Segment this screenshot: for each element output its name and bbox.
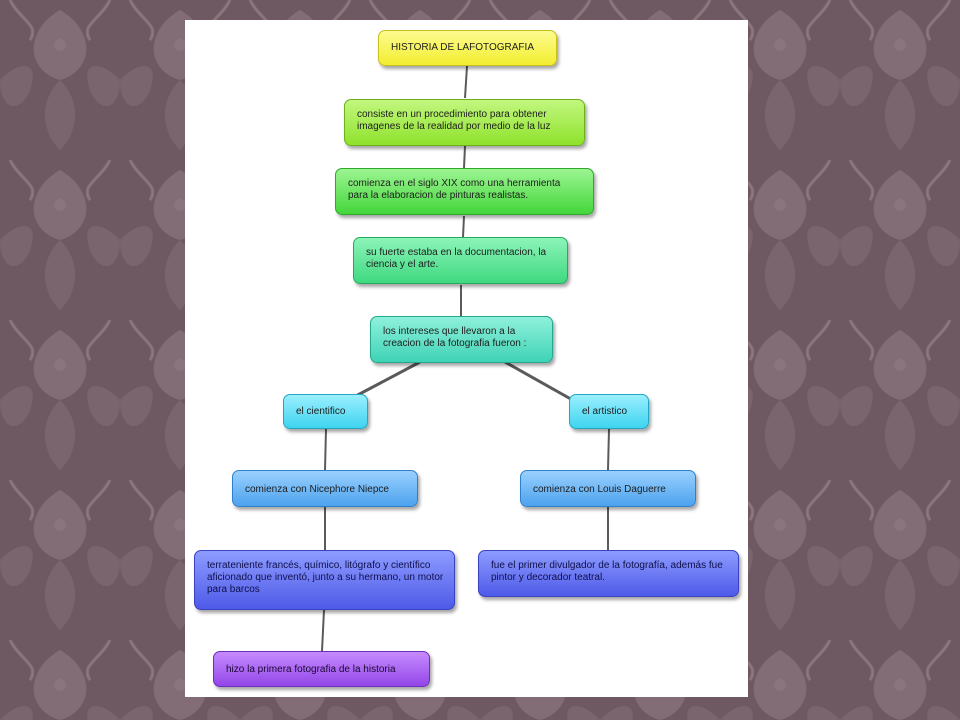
node-intereses-text: los intereses que llevaron a la creacion…: [383, 326, 527, 349]
node-fuerte-text: su fuerte estaba en la documentacion, la…: [366, 247, 547, 270]
node-niepce-text: comienza con Nicephore Niepce: [245, 484, 389, 495]
node-primera-foto-text: hizo la primera fotografia de la histori…: [226, 664, 396, 675]
node-intereses[interactable]: los intereses que llevaron a la creacion…: [370, 316, 553, 363]
node-daguerre-text: comienza con Louis Daguerre: [533, 484, 666, 495]
node-fuerte[interactable]: su fuerte estaba en la documentacion, la…: [353, 237, 568, 284]
node-titulo[interactable]: HISTORIA DE LAFOTOGRAFIA: [378, 30, 557, 66]
node-daguerre-desc-text: fue el primer divulgador de la fotografí…: [491, 560, 723, 583]
node-cientifico[interactable]: el cientifico: [283, 394, 368, 429]
edge-artistico-daguerre: [607, 428, 610, 471]
node-daguerre-desc[interactable]: fue el primer divulgador de la fotografí…: [478, 550, 739, 597]
node-artistico-text: el artistico: [582, 406, 628, 417]
node-origen[interactable]: comienza en el siglo XIX como una herram…: [335, 168, 594, 215]
node-origen-text: comienza en el siglo XIX como una herram…: [348, 178, 561, 201]
node-titulo-text: HISTORIA DE LAFOTOGRAFIA: [391, 42, 534, 53]
node-artistico[interactable]: el artistico: [569, 394, 649, 429]
edge-niepce-desc-primera-foto: [321, 609, 325, 652]
node-definicion[interactable]: consiste en un procedimiento para obtene…: [344, 99, 585, 146]
edge-cientifico-niepce: [324, 428, 327, 471]
edge-origen-fuerte: [462, 215, 465, 238]
node-cientifico-text: el cientifico: [296, 406, 346, 417]
node-daguerre[interactable]: comienza con Louis Daguerre: [520, 470, 696, 507]
edge-definicion-origen: [463, 145, 466, 169]
concept-map-canvas: HISTORIA DE LAFOTOGRAFIA consiste en un …: [185, 20, 748, 697]
node-niepce[interactable]: comienza con Nicephore Niepce: [232, 470, 418, 507]
node-niepce-desc-text: terrateniente francés, químico, litógraf…: [207, 560, 444, 595]
node-definicion-text: consiste en un procedimiento para obtene…: [357, 109, 551, 132]
node-primera-foto[interactable]: hizo la primera fotografia de la histori…: [213, 651, 430, 687]
node-niepce-desc[interactable]: terrateniente francés, químico, litógraf…: [194, 550, 455, 610]
edge-titulo-definicion: [464, 65, 468, 99]
